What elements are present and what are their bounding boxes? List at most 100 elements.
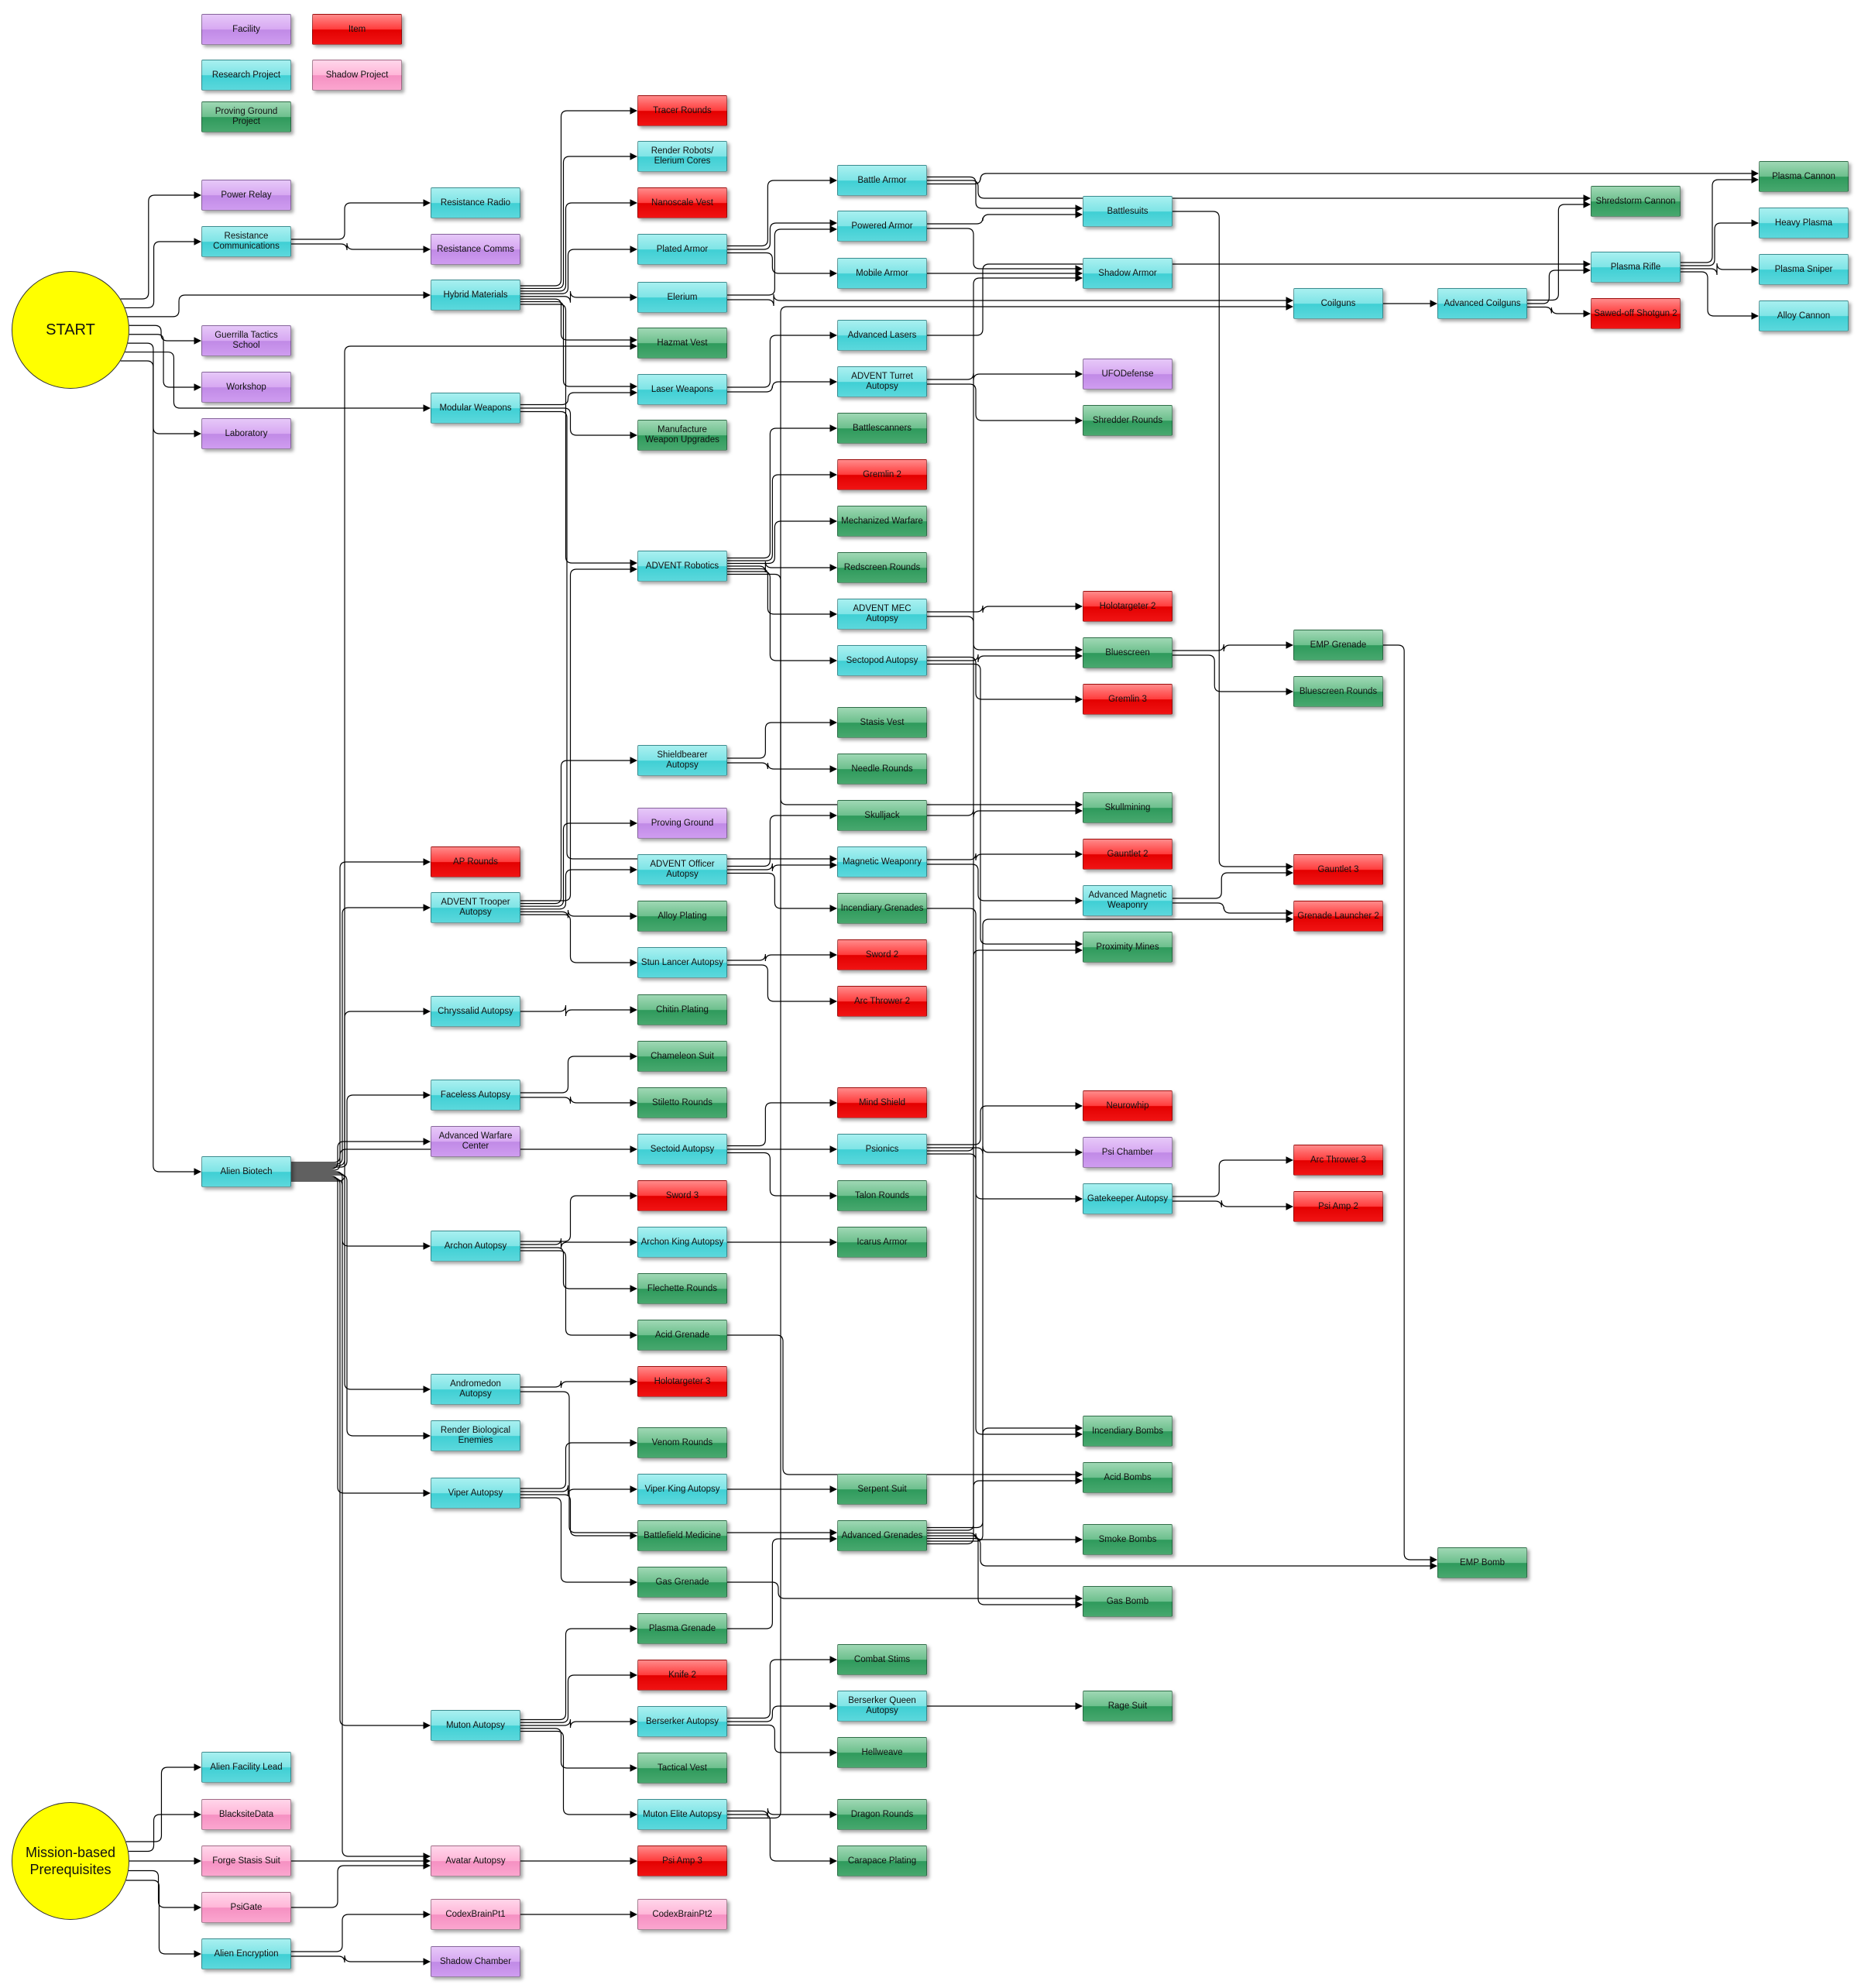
node-psi-amp-3[interactable]: Psi Amp 3 — [637, 1846, 727, 1876]
node-hellweave[interactable]: Hellweave — [837, 1737, 927, 1768]
node-alien-biotech[interactable]: Alien Biotech — [201, 1156, 291, 1187]
node-advent-officer-autopsy[interactable]: ADVENT Officer Autopsy — [637, 854, 727, 885]
node-combat-stims[interactable]: Combat Stims — [837, 1644, 927, 1675]
node-incendiary-grenades[interactable]: Incendiary Grenades — [837, 893, 927, 924]
node-nanoscale-vest[interactable]: Nanoscale Vest — [637, 187, 727, 218]
node-proximity-mines[interactable]: Proximity Mines — [1083, 932, 1173, 963]
node-stiletto-rounds[interactable]: Stiletto Rounds — [637, 1087, 727, 1118]
node-rage-suit[interactable]: Rage Suit — [1083, 1691, 1173, 1722]
node-icarus-armor[interactable]: Icarus Armor — [837, 1227, 927, 1258]
node-shredstorm-cannon[interactable]: Shredstorm Cannon — [1591, 186, 1681, 217]
node-sectopod-autopsy[interactable]: Sectopod Autopsy — [837, 645, 927, 676]
node-hybrid-materials[interactable]: Hybrid Materials — [431, 280, 520, 311]
node-advanced-grenades[interactable]: Advanced Grenades — [837, 1520, 927, 1551]
node-sawed-off-shotgun-2[interactable]: Sawed-off Shotgun 2 — [1591, 298, 1681, 329]
node-advanced-magnetic-weaponry[interactable]: Advanced Magnetic Weaponry — [1083, 885, 1173, 916]
node-sword-3[interactable]: Sword 3 — [637, 1180, 727, 1211]
node-chameleon-suit[interactable]: Chameleon Suit — [637, 1041, 727, 1072]
node-needle-rounds[interactable]: Needle Rounds — [837, 754, 927, 785]
node-plasma-sniper[interactable]: Plasma Sniper — [1759, 254, 1849, 285]
node-hazmat-vest[interactable]: Hazmat Vest — [637, 328, 727, 359]
node-emp-grenade[interactable]: EMP Grenade — [1293, 630, 1383, 661]
node-redscreen-rounds[interactable]: Redscreen Rounds — [837, 552, 927, 583]
node-holotargeter-3[interactable]: Holotargeter 3 — [637, 1366, 727, 1397]
node-powered-armor[interactable]: Powered Armor — [837, 211, 927, 242]
node-venom-rounds[interactable]: Venom Rounds — [637, 1427, 727, 1458]
node-advanced-coilguns[interactable]: Advanced Coilguns — [1437, 288, 1527, 319]
node-magnetic-weaponry[interactable]: Magnetic Weaponry — [837, 846, 927, 877]
node-advent-turret-autopsy[interactable]: ADVENT Turret Autopsy — [837, 366, 927, 397]
node-advanced-lasers[interactable]: Advanced Lasers — [837, 320, 927, 351]
node-skullmining[interactable]: Skullmining — [1083, 792, 1173, 823]
node-muton-autopsy[interactable]: Muton Autopsy — [431, 1710, 520, 1741]
node-coilguns[interactable]: Coilguns — [1293, 288, 1383, 319]
node-sectoid-autopsy[interactable]: Sectoid Autopsy — [637, 1134, 727, 1165]
node-tactical-vest[interactable]: Tactical Vest — [637, 1753, 727, 1784]
node-bluescreen-rounds[interactable]: Bluescreen Rounds — [1293, 676, 1383, 707]
node-incendiary-bombs[interactable]: Incendiary Bombs — [1083, 1416, 1173, 1447]
node-codex-brain-pt2[interactable]: CodexBrainPt2 — [637, 1899, 727, 1930]
node-neurowhip[interactable]: Neurowhip — [1083, 1090, 1173, 1121]
node-viper-king-autopsy[interactable]: Viper King Autopsy — [637, 1474, 727, 1505]
node-sword-2[interactable]: Sword 2 — [837, 939, 927, 970]
node-battle-armor[interactable]: Battle Armor — [837, 165, 927, 196]
node-guerrilla-tactics-school[interactable]: Guerrilla Tactics School — [201, 325, 291, 356]
node-codex-brain-pt1[interactable]: CodexBrainPt1 — [431, 1899, 520, 1930]
node-andromedon-autopsy[interactable]: Andromedon Autopsy — [431, 1374, 520, 1405]
node-mobile-armor[interactable]: Mobile Armor — [837, 258, 927, 289]
node-gremlin-2[interactable]: Gremlin 2 — [837, 459, 927, 490]
node-advent-robotics[interactable]: ADVENT Robotics — [637, 551, 727, 582]
node-battlesuits[interactable]: Battlesuits — [1083, 196, 1173, 227]
node-plasma-rifle[interactable]: Plasma Rifle — [1591, 252, 1681, 283]
node-resistance-comms[interactable]: Resistance Comms — [431, 234, 520, 265]
node-archon-king-autopsy[interactable]: Archon King Autopsy — [637, 1227, 727, 1258]
node-muton-elite-autopsy[interactable]: Muton Elite Autopsy — [637, 1799, 727, 1830]
node-manufacture-weapon-upgrades[interactable]: Manufacture Weapon Upgrades — [637, 420, 727, 451]
node-flechette-rounds[interactable]: Flechette Rounds — [637, 1273, 727, 1304]
node-alloy-plating[interactable]: Alloy Plating — [637, 901, 727, 932]
node-arc-thrower-2[interactable]: Arc Thrower 2 — [837, 986, 927, 1017]
node-archon-autopsy[interactable]: Archon Autopsy — [431, 1231, 520, 1262]
node-plasma-cannon[interactable]: Plasma Cannon — [1759, 161, 1849, 192]
node-gremlin-3[interactable]: Gremlin 3 — [1083, 684, 1173, 715]
node-resistance-communications[interactable]: Resistance Communications — [201, 226, 291, 257]
node-acid-bombs[interactable]: Acid Bombs — [1083, 1462, 1173, 1493]
node-resistance-radio[interactable]: Resistance Radio — [431, 187, 520, 218]
node-ap-rounds[interactable]: AP Rounds — [431, 846, 520, 877]
node-avatar-autopsy[interactable]: Avatar Autopsy — [431, 1846, 520, 1876]
node-gauntlet-3[interactable]: Gauntlet 3 — [1293, 854, 1383, 885]
node-ufo-defense[interactable]: UFODefense — [1083, 359, 1173, 390]
node-psigate[interactable]: PsiGate — [201, 1892, 291, 1923]
node-shadow-armor[interactable]: Shadow Armor — [1083, 258, 1173, 289]
node-stun-lancer-autopsy[interactable]: Stun Lancer Autopsy — [637, 947, 727, 978]
node-bluescreen[interactable]: Bluescreen — [1083, 637, 1173, 668]
node-psi-amp-2[interactable]: Psi Amp 2 — [1293, 1191, 1383, 1222]
node-mechanized-warfare[interactable]: Mechanized Warfare — [837, 506, 927, 537]
node-advanced-warfare-center[interactable]: Advanced Warfare Center — [431, 1126, 520, 1157]
node-render-robots-elerium-cores[interactable]: Render Robots/ Elerium Cores — [637, 141, 727, 172]
node-viper-autopsy[interactable]: Viper Autopsy — [431, 1478, 520, 1509]
node-chitin-plating[interactable]: Chitin Plating — [637, 994, 727, 1025]
node-plasma-grenade[interactable]: Plasma Grenade — [637, 1613, 727, 1644]
node-emp-bomb[interactable]: EMP Bomb — [1437, 1547, 1527, 1578]
node-acid-grenade[interactable]: Acid Grenade — [637, 1320, 727, 1351]
node-proving-ground[interactable]: Proving Ground — [637, 808, 727, 839]
node-shieldbearer-autopsy[interactable]: Shieldbearer Autopsy — [637, 745, 727, 776]
node-stasis-vest[interactable]: Stasis Vest — [837, 707, 927, 738]
node-gatekeeper-autopsy[interactable]: Gatekeeper Autopsy — [1083, 1183, 1173, 1214]
node-berserker-autopsy[interactable]: Berserker Autopsy — [637, 1706, 727, 1737]
node-advent-trooper-autopsy[interactable]: ADVENT Trooper Autopsy — [431, 892, 520, 923]
node-knife-2[interactable]: Knife 2 — [637, 1660, 727, 1691]
node-psionics[interactable]: Psionics — [837, 1134, 927, 1165]
node-holotargeter-2[interactable]: Holotargeter 2 — [1083, 591, 1173, 622]
node-plated-armor[interactable]: Plated Armor — [637, 234, 727, 265]
node-arc-thrower-3[interactable]: Arc Thrower 3 — [1293, 1145, 1383, 1176]
node-faceless-autopsy[interactable]: Faceless Autopsy — [431, 1080, 520, 1111]
node-shredder-rounds[interactable]: Shredder Rounds — [1083, 405, 1173, 436]
node-battlescanners[interactable]: Battlescanners — [837, 413, 927, 444]
node-render-biological-enemies[interactable]: Render Biological Enemies — [431, 1420, 520, 1451]
node-elerium[interactable]: Elerium — [637, 282, 727, 313]
node-chryssalid-autopsy[interactable]: Chryssalid Autopsy — [431, 996, 520, 1027]
node-gas-grenade[interactable]: Gas Grenade — [637, 1567, 727, 1598]
node-laboratory[interactable]: Laboratory — [201, 418, 291, 449]
